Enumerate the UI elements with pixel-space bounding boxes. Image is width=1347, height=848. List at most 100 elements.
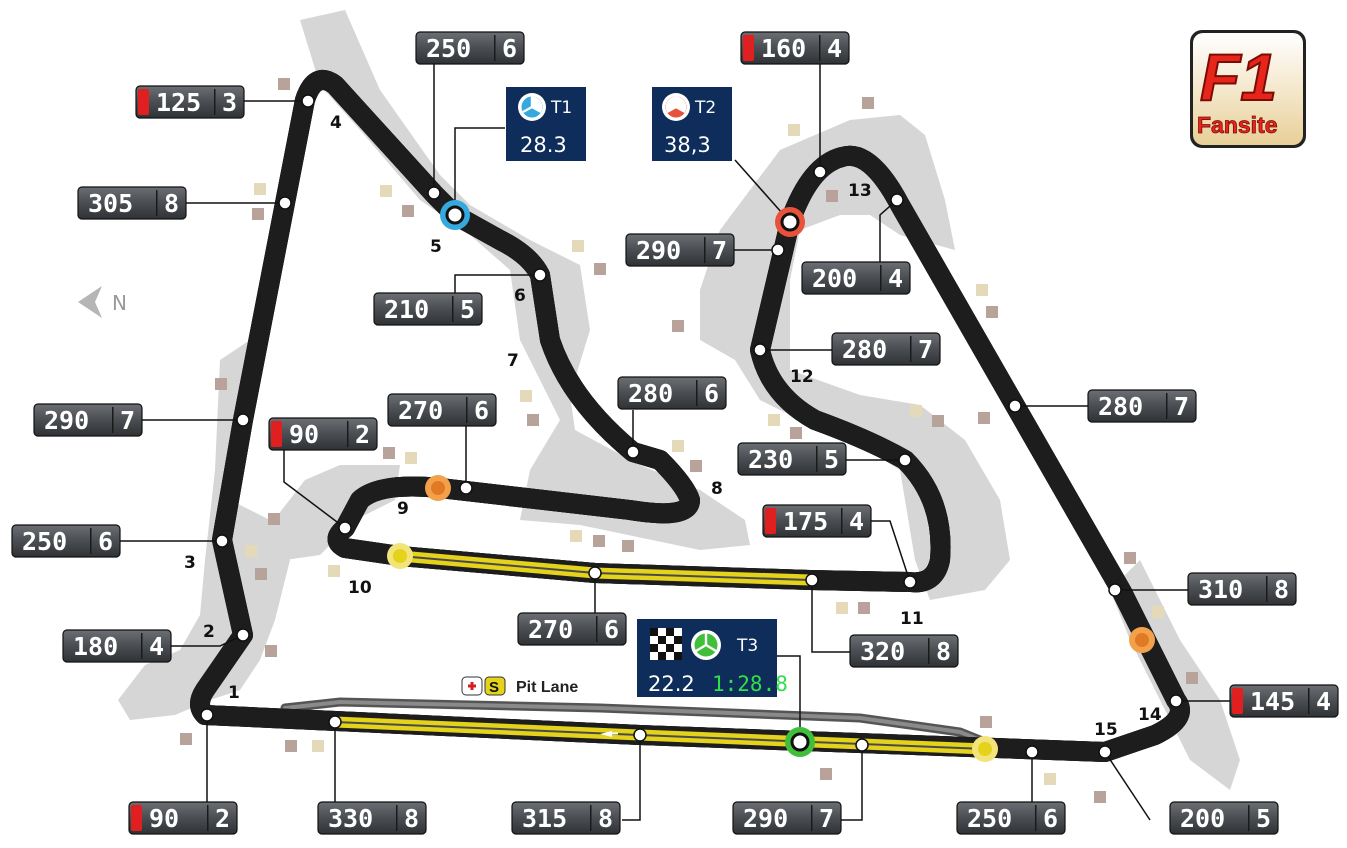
- sector-t3-name: T3: [736, 636, 758, 656]
- turn-label-12: 12: [790, 367, 814, 387]
- gear-value: 4: [149, 632, 164, 661]
- leader-lines: [120, 62, 1230, 821]
- sector-t2-name: T2: [694, 98, 716, 118]
- speed-value: 90: [289, 420, 319, 449]
- turn-label-15: 15: [1094, 720, 1118, 740]
- speed-gear-box: 310 8: [1187, 572, 1297, 606]
- speed-value: 315: [522, 804, 567, 833]
- pit-lane-legend: S Pit Lane: [461, 676, 578, 696]
- north-compass: N: [78, 286, 127, 318]
- speed-value: 90: [149, 804, 179, 833]
- turn-label-1: 1: [228, 683, 240, 703]
- speed-gear-box: 270 6: [387, 393, 497, 427]
- stopwatch-icon: [662, 93, 690, 121]
- speed-value: 320: [860, 637, 905, 666]
- turn-label-11: 11: [900, 609, 924, 629]
- logo-f1: F1: [1200, 40, 1277, 114]
- gear-value: 7: [1174, 392, 1189, 421]
- turn-label-3: 3: [184, 553, 196, 573]
- braking-indicator: [1232, 688, 1243, 714]
- turn-label-5: 5: [430, 237, 442, 257]
- gear-value: 7: [120, 406, 135, 435]
- gear-value: 4: [1316, 687, 1331, 716]
- speed-gear-box: 270 6: [517, 612, 627, 646]
- speed-value: 270: [528, 615, 573, 644]
- plus-icon: [468, 682, 476, 690]
- speed-gear-box: 250 6: [956, 801, 1066, 835]
- gear-value: 2: [355, 420, 370, 449]
- sector-t1-time: 28.3: [520, 133, 567, 157]
- logo-fansite: Fansite: [1197, 112, 1278, 138]
- gear-value: 6: [1043, 804, 1058, 833]
- speed-value: 290: [636, 236, 681, 265]
- speed-value: 180: [73, 632, 118, 661]
- speed-gear-box: 305 8: [77, 186, 187, 220]
- turn-label-7: 7: [507, 351, 519, 371]
- turn-label-14: 14: [1138, 705, 1162, 725]
- gear-value: 8: [1274, 575, 1289, 604]
- gear-value: 5: [1256, 804, 1271, 833]
- measurement-points: [200, 94, 1183, 759]
- gear-value: 8: [598, 804, 613, 833]
- speed-value: 145: [1250, 687, 1295, 716]
- speed-value: 125: [156, 88, 201, 117]
- checkered-flag-icon: [650, 628, 682, 660]
- zone-markers: [387, 200, 1155, 762]
- braking-indicator: [138, 89, 149, 115]
- gear-value: 8: [164, 189, 179, 218]
- gear-value: 4: [888, 264, 903, 293]
- speed-value: 305: [88, 189, 133, 218]
- speed-value: 175: [783, 507, 828, 536]
- speed-value: 280: [1098, 392, 1143, 421]
- speed-gear-box: 145 4: [1229, 684, 1339, 718]
- north-label: N: [112, 291, 127, 315]
- speed-value: 250: [967, 804, 1012, 833]
- stopwatch-icon: [691, 630, 721, 660]
- speed-value: 200: [812, 264, 857, 293]
- sector-panel-t1: T1 28.3: [506, 87, 586, 161]
- speed-value: 330: [328, 804, 373, 833]
- gear-value: 6: [704, 379, 719, 408]
- speed-value: 280: [842, 335, 887, 364]
- gear-value: 3: [222, 88, 237, 117]
- gear-value: 6: [502, 34, 517, 63]
- f1-fansite-logo: F1 Fansite: [1190, 30, 1306, 148]
- gear-value: 4: [849, 507, 864, 536]
- speed-value: 310: [1198, 575, 1243, 604]
- gear-value: 7: [819, 804, 834, 833]
- turn-label-8: 8: [711, 479, 723, 499]
- gear-value: 7: [712, 236, 727, 265]
- sector-panel-t3: T3 22.2 1:28.8: [637, 619, 788, 697]
- sector-t1-name: T1: [550, 98, 572, 118]
- pit-lane-label: Pit Lane: [516, 679, 578, 696]
- turn-label-13: 13: [848, 181, 872, 201]
- pit-lane-road: [280, 697, 1005, 753]
- turn-label-10: 10: [348, 578, 372, 598]
- speed-gear-box: 125 3: [135, 85, 245, 119]
- gear-value: 6: [604, 615, 619, 644]
- speed-gear-box: 290 7: [625, 233, 735, 267]
- gear-value: 8: [936, 637, 951, 666]
- sector-panel-t2: T2 38,3: [652, 87, 732, 161]
- speed-value: 280: [628, 379, 673, 408]
- braking-indicator: [131, 805, 142, 831]
- speed-value: 270: [398, 396, 443, 425]
- gear-value: 6: [474, 396, 489, 425]
- speed-value: 210: [384, 295, 429, 324]
- speed-value: 250: [22, 527, 67, 556]
- speed-value: 160: [761, 34, 806, 63]
- speed-gear-box: 320 8: [849, 634, 959, 668]
- speed-value: 200: [1180, 804, 1225, 833]
- sector-t3-time: 22.2: [648, 672, 695, 696]
